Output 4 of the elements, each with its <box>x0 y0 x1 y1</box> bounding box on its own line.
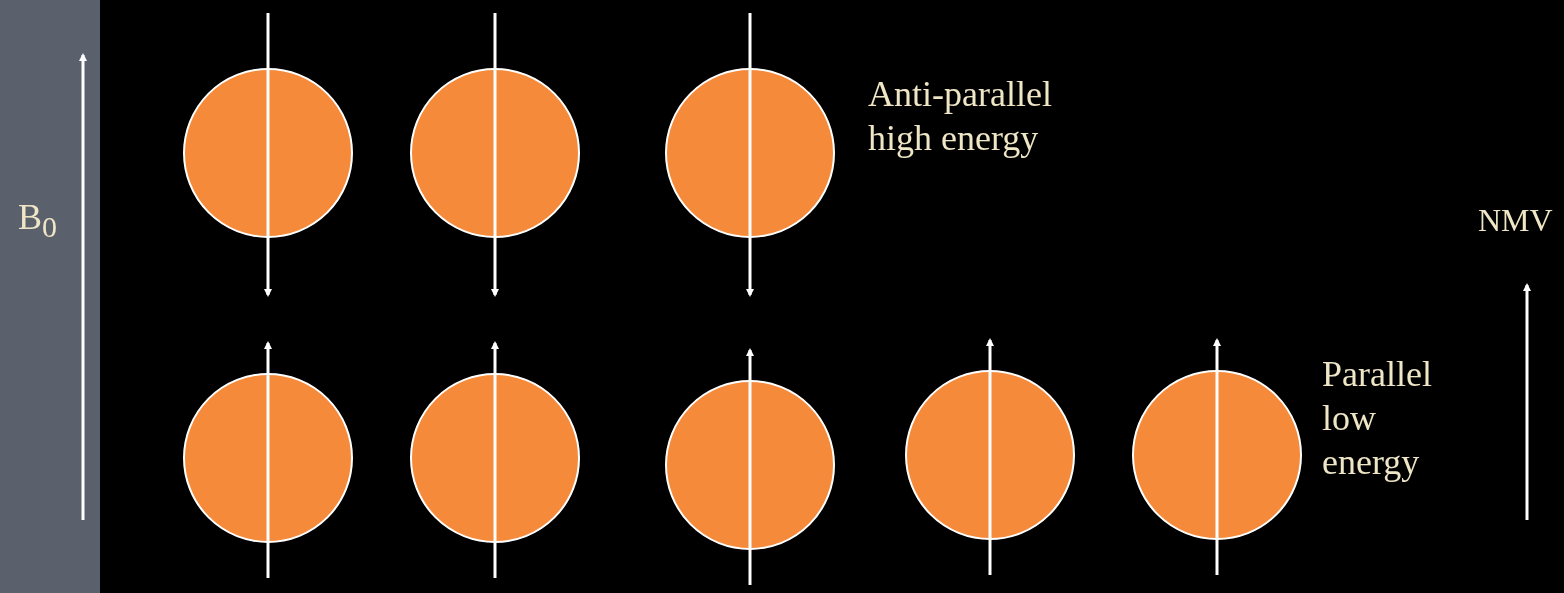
field-label: B$_{0}$ <box>18 196 58 246</box>
energy-label: Parallel low energy <box>1322 353 1433 484</box>
vector-label: NMV <box>1478 201 1553 240</box>
energy-label: Anti-parallel high energy <box>868 73 1053 160</box>
